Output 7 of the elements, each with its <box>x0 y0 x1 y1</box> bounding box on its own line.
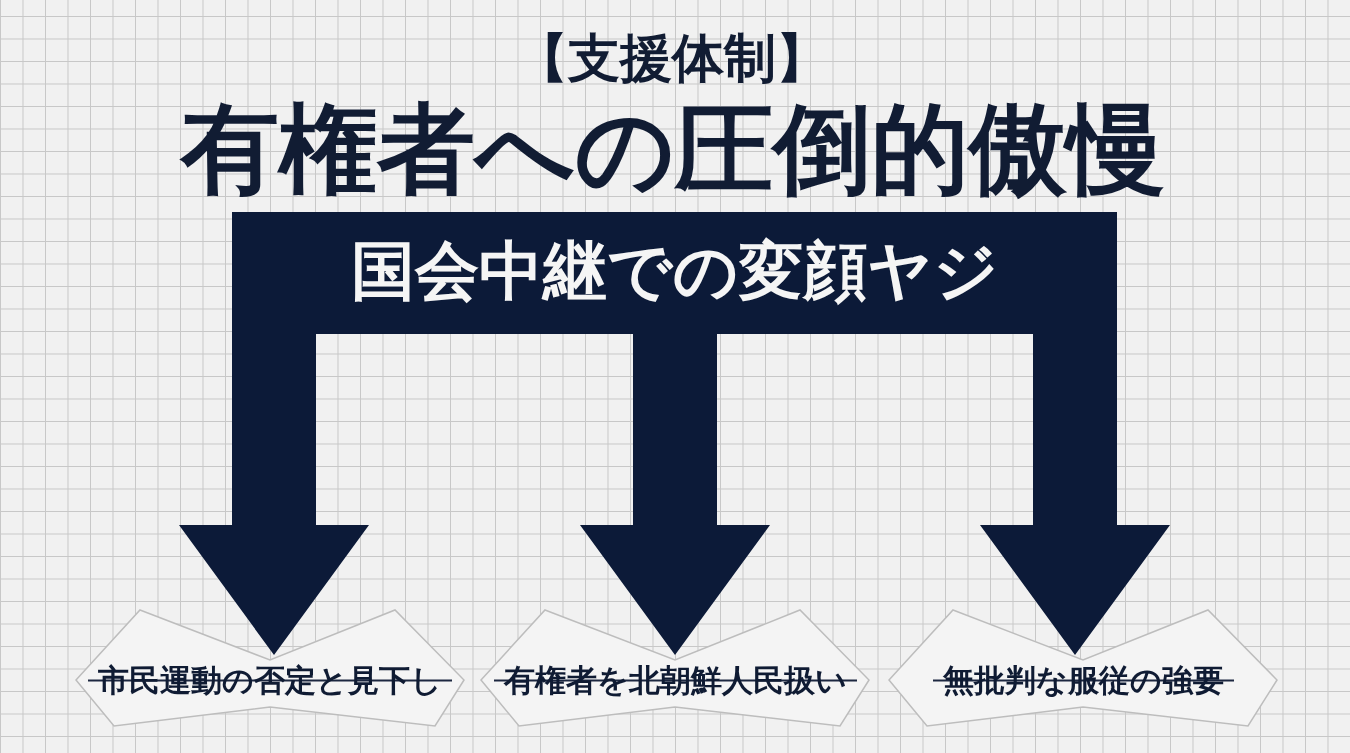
section-label: 【支援体制】 <box>516 32 828 84</box>
banner-text: 国会中継での変顔ヤジ <box>350 239 999 303</box>
block-arrow <box>580 334 770 655</box>
block-arrow <box>179 334 369 655</box>
block-arrow <box>980 334 1170 655</box>
banner-bar <box>232 212 1117 334</box>
title: 有権者への圧倒的傲慢 <box>181 100 1165 198</box>
